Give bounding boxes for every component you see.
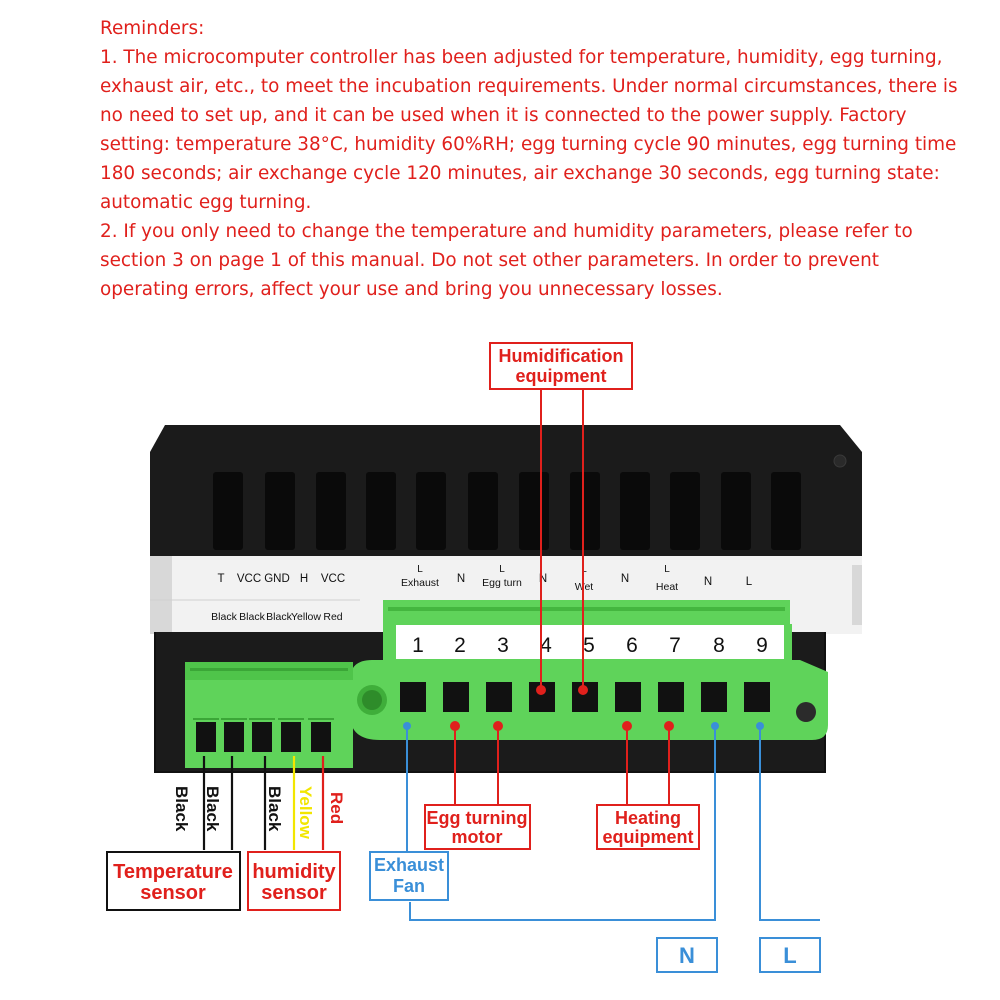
vent-slots [213,472,801,550]
sensor-pin-label: GND [264,573,290,585]
sensor-color-label: Black [239,611,265,623]
line-label: L [783,943,796,968]
sensor-pin-label: H [300,573,308,585]
callout-label: sensor [140,882,206,904]
callout-label: humidity [252,861,336,883]
wire-color-labels: Black Black Black Yellow Red [172,786,346,840]
sensor-wires [202,756,325,850]
line-callout: L [759,937,821,973]
exhaust-fan-callout: Exhaust Fan [369,851,449,901]
wire-label: Black [172,786,191,832]
sensor-pin-label: VCC [237,573,261,585]
power-pin-top-label: L [417,564,423,575]
power-pin-label: Heat [656,581,678,593]
sensor-color-label: Black [266,611,292,623]
terminal-number: 8 [713,634,725,657]
power-pin-top-label: L [581,564,587,575]
callout-label: motor [452,827,503,847]
callout-label: Temperature [113,861,233,883]
sensor-terminal-block [185,662,353,768]
power-pin-top-label: L [664,564,670,575]
reminders-heading: Reminders: [100,18,205,39]
reminders-text: Reminders: 1. The microcomputer controll… [100,14,960,304]
sensor-pin-label: VCC [321,573,345,585]
heating-callout: Heating equipment [596,804,700,850]
power-terminal-numbers: 1 2 3 4 5 6 7 8 9 [412,634,768,657]
wire-label: Red [327,792,346,824]
power-pin-label: Egg turn [482,577,522,589]
wire-label: Black [203,786,222,832]
neutral-callout: N [656,937,718,973]
power-terminal-block [350,600,828,740]
humidification-pointers [536,390,588,695]
temperature-sensor-callout: Temperature sensor [106,851,241,911]
egg-motor-pointers [450,721,503,805]
terminal-number: 7 [669,634,681,657]
reminder-item-1: 1. The microcomputer controller has been… [100,47,958,213]
power-pin-label: Wet [575,581,594,593]
wire-label: Yellow [296,786,315,840]
terminal-number: 9 [756,634,768,657]
sensor-pin-labels: T VCC GND H VCC Black Black Black Yellow… [211,573,345,623]
sensor-color-label: Yellow [291,611,321,623]
callout-label: sensor [261,882,327,904]
controller-body [150,425,862,568]
terminal-number: 2 [454,634,466,657]
power-pin-label: N [621,573,629,585]
callout-label: equipment [515,366,606,386]
terminal-number: 4 [540,634,552,657]
power-pin-label: L [746,576,753,588]
power-terminal-screws [400,682,770,712]
power-pin-label: N [539,573,547,585]
mounting-screw-icon [833,454,847,468]
wire-label: Black [265,786,284,832]
callout-label: Heating [615,808,681,828]
sensor-color-label: Red [323,611,342,623]
callout-label: Egg turning [427,808,528,828]
power-wires [406,728,820,921]
sensor-color-label: Black [211,611,237,623]
heating-pointers [622,721,674,805]
callout-label: Exhaust [374,855,444,875]
power-wire-dots [403,722,764,730]
terminal-number: 5 [583,634,595,657]
power-pin-label: N [457,573,465,585]
sensor-pin-label: T [217,573,224,585]
terminal-number: 1 [412,634,424,657]
callout-label: Fan [393,876,425,896]
humidity-sensor-callout: humidity sensor [247,851,341,911]
power-pin-labels: L Exhaust N L Egg turn N L Wet N L Heat … [401,564,753,593]
power-pin-top-label: L [499,564,505,575]
reminder-item-2: 2. If you only need to change the temper… [100,221,913,300]
egg-turning-callout: Egg turning motor [424,804,531,850]
power-pin-label: N [704,576,712,588]
callout-label: Humidification [499,346,624,366]
neutral-label: N [679,943,695,968]
terminal-number: 3 [497,634,509,657]
power-pin-label: Exhaust [401,577,439,589]
callout-label: equipment [602,827,693,847]
humidification-callout: Humidification equipment [489,342,633,390]
terminal-number: 6 [626,634,638,657]
